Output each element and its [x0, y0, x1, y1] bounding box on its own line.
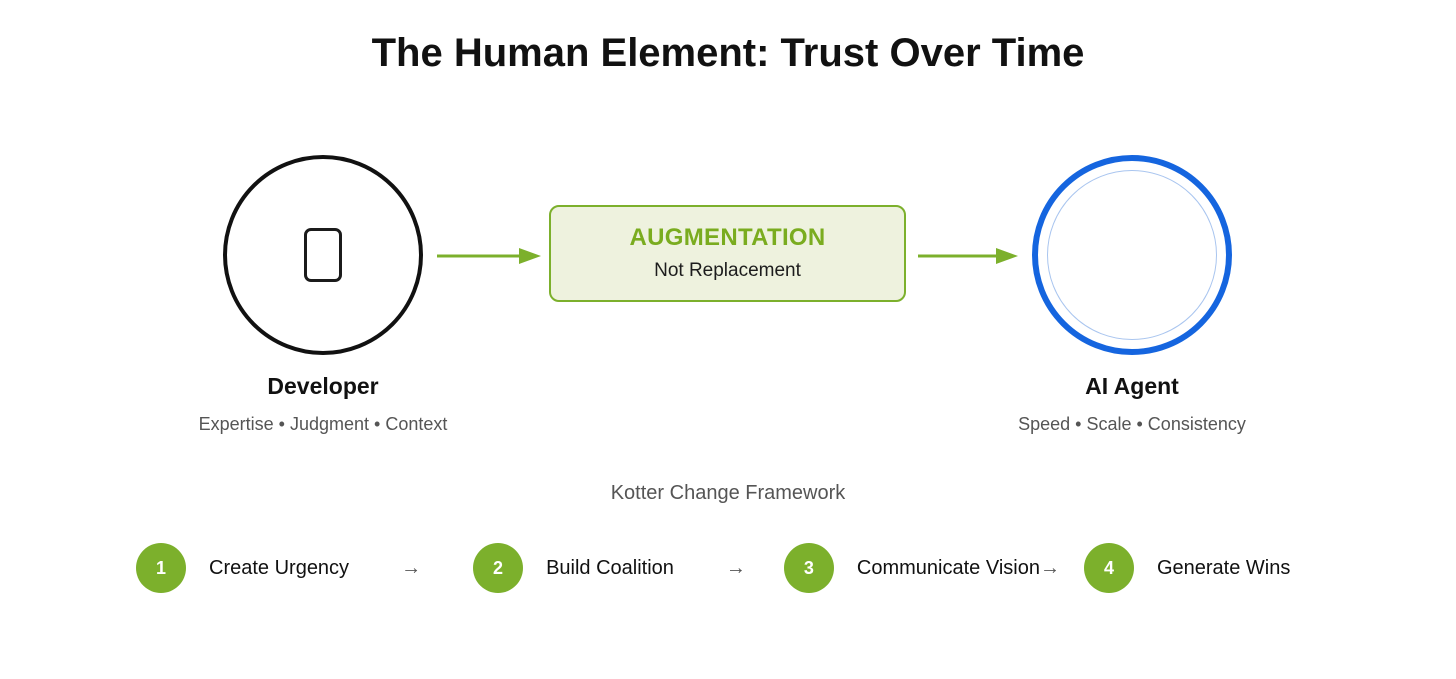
ai-agent-circle-icon [1032, 155, 1232, 355]
ai-agent-inner-ring [1047, 170, 1217, 340]
augmentation-subtitle: Not Replacement [654, 260, 801, 281]
step-item-3: 3 Communicate Vision [783, 543, 1040, 593]
developer-circle [223, 155, 423, 355]
connector-arrow-left [437, 245, 541, 267]
developer-caption: Developer Expertise • Judgment • Context [113, 373, 533, 435]
step-number-badge-1: 1 [136, 543, 186, 593]
step-label-1: Create Urgency [209, 557, 350, 579]
developer-subtitle: Expertise • Judgment • Context [198, 413, 448, 434]
developer-node [223, 155, 423, 355]
step-label-3: Communicate Vision [856, 557, 1040, 579]
kotter-steps: 1 Create Urgency → 2 Build Coalition → 3… [136, 543, 1366, 593]
developer-title: Developer [267, 373, 379, 399]
page-title: The Human Element: Trust Over Time [371, 31, 1085, 75]
step-separator-arrow-1: → [401, 557, 422, 579]
step-number-badge-2: 2 [473, 543, 524, 593]
augmentation-box: AUGMENTATION Not Replacement [549, 205, 906, 302]
ai-agent-title: AI Agent [1085, 373, 1179, 399]
step-label-2: Build Coalition [546, 557, 674, 579]
connector-arrow-right [918, 245, 1018, 267]
step-separator-arrow-2: → [725, 557, 746, 579]
ai-agent-node [1032, 155, 1232, 355]
ai-agent-caption: AI Agent Speed • Scale • Consistency [922, 373, 1342, 435]
flow-diagram: AUGMENTATION Not Replacement [0, 155, 1456, 365]
step-item-4: 4 Generate Wins [1083, 543, 1291, 593]
step-item-2: 2 Build Coalition [473, 543, 674, 593]
step-separator-arrow-3: → [1039, 557, 1060, 579]
framework-label: Kotter Change Framework [610, 482, 846, 504]
step-number-badge-3: 3 [783, 543, 834, 593]
step-item-1: 1 Create Urgency [136, 543, 349, 593]
ai-agent-subtitle: Speed • Scale • Consistency [1018, 413, 1246, 434]
person-device-icon [304, 228, 342, 282]
augmentation-title: AUGMENTATION [629, 224, 826, 252]
step-number-badge-4: 4 [1083, 543, 1134, 593]
step-label-4: Generate Wins [1156, 557, 1291, 579]
